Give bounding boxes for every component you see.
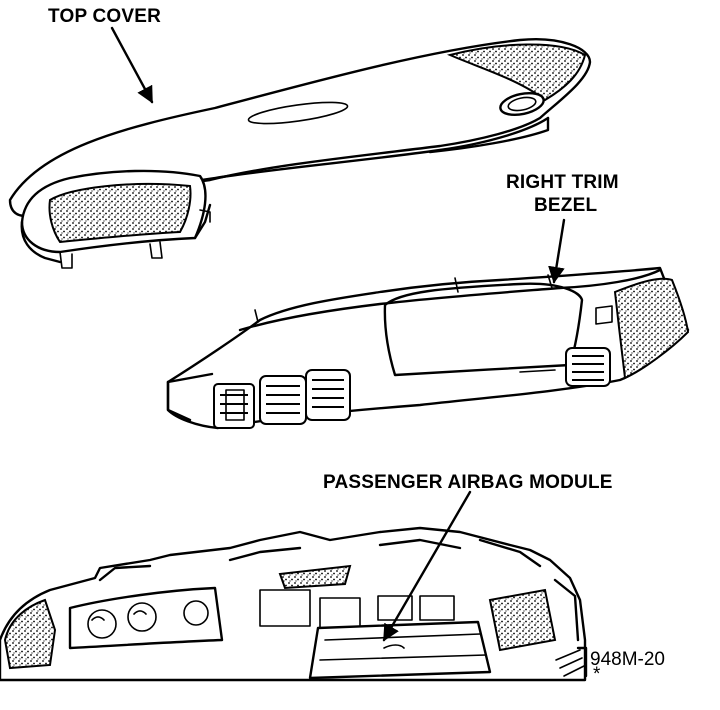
airbag-module-leader <box>382 490 472 642</box>
instrument-panel-frame <box>0 526 587 682</box>
bezel-vent-2 <box>259 375 307 425</box>
figure-mark: * <box>593 664 601 685</box>
passenger-airbag-module-label: PASSENGER AIRBAG MODULE <box>323 472 613 493</box>
bezel-vent-3 <box>305 369 351 421</box>
passenger-airbag-module <box>308 620 492 680</box>
right-trim-bezel-label-line2: BEZEL <box>534 195 597 216</box>
right-trim-bezel-label-line1: RIGHT TRIM <box>506 172 619 193</box>
top-cover-part <box>8 38 592 269</box>
bezel-vent-4 <box>565 347 611 387</box>
top-cover-leader <box>110 26 154 104</box>
right-trim-bezel-leader <box>548 218 566 284</box>
top-cover-label: TOP COVER <box>48 6 161 27</box>
figure-number: 948M-20 <box>590 649 665 670</box>
bezel-vent-1 <box>213 383 255 429</box>
figure-bracket <box>576 646 588 678</box>
right-trim-bezel-part <box>166 266 690 430</box>
